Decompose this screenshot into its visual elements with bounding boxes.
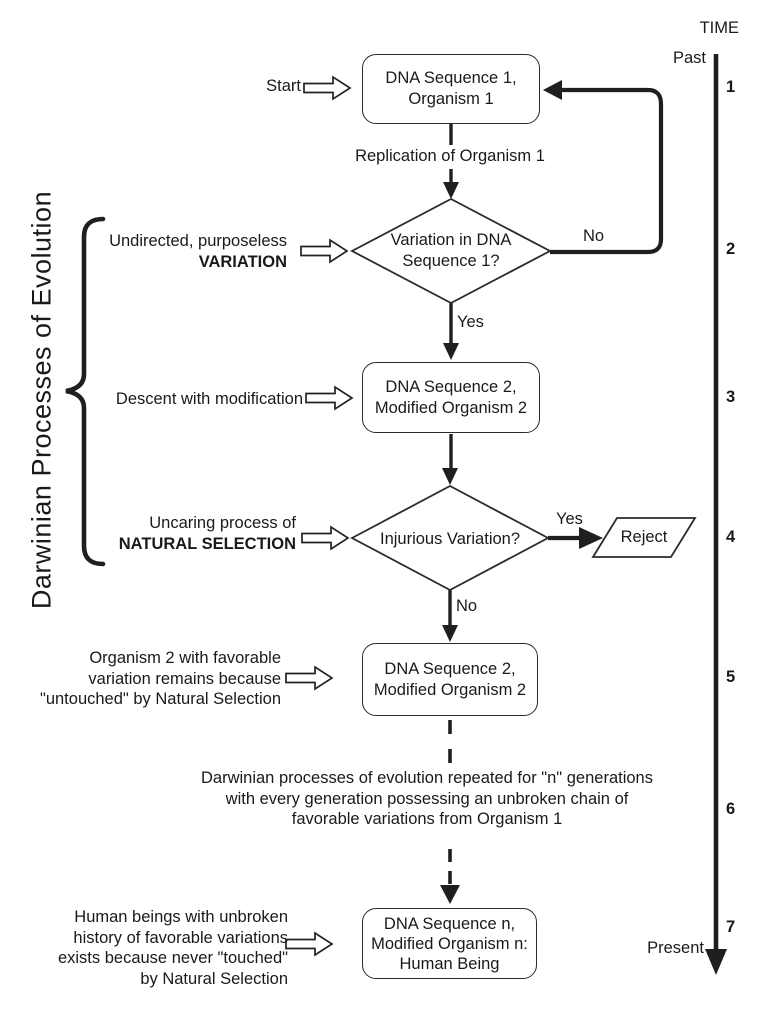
timeline-arrowhead <box>705 949 727 975</box>
variation-line2: VARIATION <box>198 252 287 271</box>
annotation-variation: Undirected, purposeless VARIATION <box>109 231 287 272</box>
box-dna-sequence-1: DNA Sequence 1, Organism 1 <box>362 54 540 124</box>
decision1-diamond <box>350 197 552 305</box>
selection-line1: Uncaring process of <box>149 514 296 532</box>
reject-parallelogram <box>591 517 697 558</box>
timeline-marker-4: 4 <box>726 528 736 546</box>
decision2-no-label: No <box>456 597 478 615</box>
descent-block-arrow <box>305 385 354 411</box>
generation-note-line2: with every generation possessing an unbr… <box>225 789 629 808</box>
processes-brace <box>65 216 106 567</box>
favorable-block-arrow <box>285 665 334 691</box>
decision1-line2: Sequence 1? <box>402 251 500 270</box>
human-line4: by Natural Selection <box>140 969 288 988</box>
box1-line1: DNA Sequence 1, <box>385 69 517 87</box>
box2-line2: Modified Organism 2 <box>374 398 528 417</box>
decision2-diamond <box>350 484 550 592</box>
box7-line3: Human Being <box>399 954 500 973</box>
variation-block-arrow <box>300 238 349 264</box>
arrowhead-decision1 <box>443 182 459 199</box>
arrowhead-loop <box>543 80 562 100</box>
annotation-descent: Descent with modification <box>115 390 303 408</box>
box2-line1: DNA Sequence 2, <box>385 377 517 396</box>
timeline-marker-3: 3 <box>726 388 736 406</box>
decision2-label: Injurious Variation? <box>379 530 521 548</box>
human-block-arrow <box>285 931 334 957</box>
human-line2: history of favorable variations <box>73 928 288 947</box>
box-dna-sequence-2: DNA Sequence 2, Modified Organism 2 <box>362 362 540 433</box>
favorable-line2: variation remains because <box>88 669 281 688</box>
timeline-past-label: Past <box>672 49 706 67</box>
timeline-marker-1: 1 <box>726 78 736 96</box>
start-label: Start <box>266 77 301 95</box>
timeline-marker-6: 6 <box>726 800 736 818</box>
box-dna-sequence-2-remains: DNA Sequence 2, Modified Organism 2 <box>362 643 538 716</box>
decision1-line1: Variation in DNA <box>390 231 512 249</box>
arrowhead-decision2 <box>442 468 458 485</box>
selection-line2: NATURAL SELECTION <box>118 534 296 553</box>
annotation-selection: Uncaring process of NATURAL SELECTION <box>119 513 296 554</box>
diagram-title-vertical: Darwinian Processes of Evolution <box>26 190 57 610</box>
box7-line2: Modified Organism n: <box>371 934 528 953</box>
box7-line1: DNA Sequence n, <box>383 914 516 933</box>
human-line1: Human beings with unbroken <box>74 908 288 926</box>
generation-note-line1: Darwinian processes of evolution repeate… <box>201 769 653 787</box>
timeline-title: TIME <box>699 19 739 37</box>
decision1-no-label: No <box>583 227 605 245</box>
arrowhead-reject <box>579 527 603 549</box>
timeline-marker-2: 2 <box>726 240 736 258</box>
human-line3: exists because never "touched" <box>57 949 288 967</box>
arrowhead-box5 <box>442 625 458 642</box>
timeline-marker-7: 7 <box>726 918 736 936</box>
annotation-favorable: Organism 2 with favorable variation rema… <box>40 648 281 710</box>
favorable-line3: "untouched" by Natural Selection <box>39 690 281 708</box>
arrowhead-box2 <box>443 343 459 360</box>
timeline-marker-5: 5 <box>726 668 736 686</box>
decision1-label: Variation in DNA Sequence 1? <box>361 230 541 271</box>
decision2-yes-label: Yes <box>556 510 583 528</box>
variation-line1: Undirected, purposeless <box>109 232 287 250</box>
decision1-yes-label: Yes <box>457 313 484 331</box>
favorable-line1: Organism 2 with favorable <box>89 649 281 667</box>
timeline-present-label: Present <box>647 939 704 957</box>
generation-note: Darwinian processes of evolution repeate… <box>157 768 697 830</box>
replication-label: Replication of Organism 1 <box>355 147 545 165</box>
start-block-arrow <box>303 75 352 101</box>
box1-line2: Organism 1 <box>408 90 494 108</box>
box5-line1: DNA Sequence 2, <box>384 659 516 678</box>
generation-note-line3: favorable variations from Organism 1 <box>291 810 563 828</box>
annotation-human: Human beings with unbroken history of fa… <box>58 907 288 989</box>
no-loop-connector <box>550 87 664 255</box>
reject-label: Reject <box>620 528 668 546</box>
box5-line2: Modified Organism 2 <box>373 680 527 699</box>
box-human-being: DNA Sequence n, Modified Organism n: Hum… <box>362 908 537 979</box>
arrowhead-box7 <box>440 885 460 904</box>
selection-block-arrow <box>301 525 350 551</box>
